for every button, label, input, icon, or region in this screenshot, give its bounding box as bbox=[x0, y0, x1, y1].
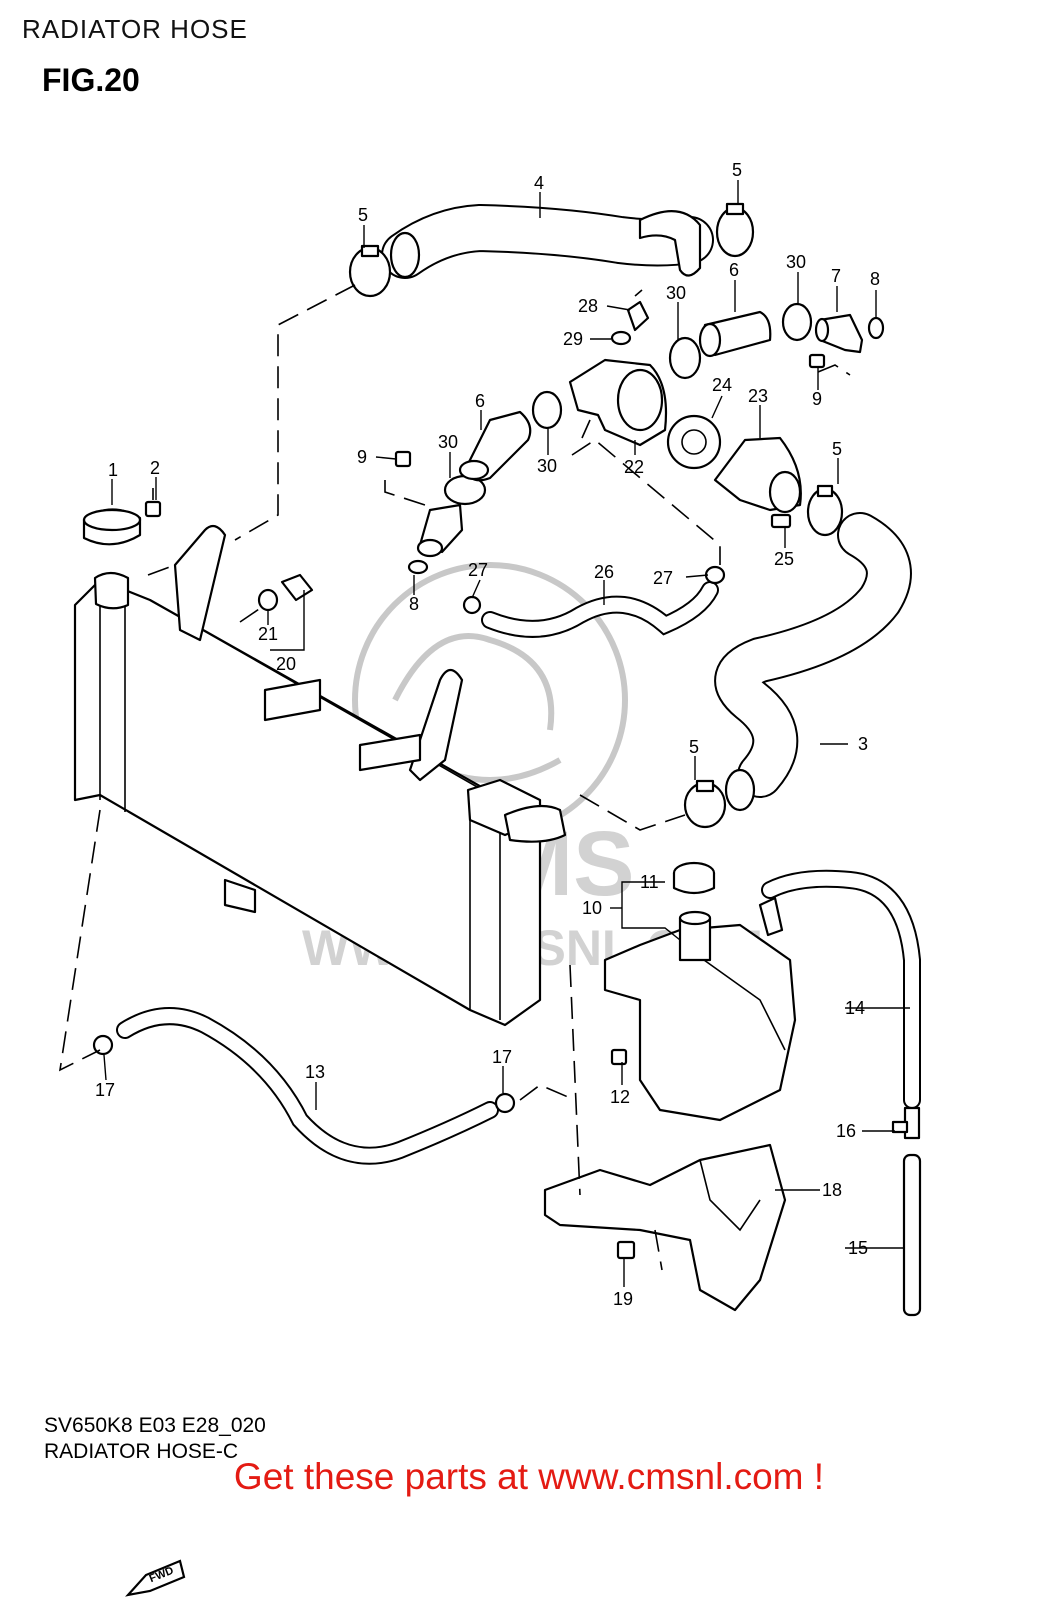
thermostat-housing-22 bbox=[568, 358, 668, 447]
callout-20: 20 bbox=[276, 654, 296, 674]
joint-16 bbox=[891, 1106, 921, 1140]
callout-30-a: 30 bbox=[786, 252, 806, 272]
callout-27-a: 27 bbox=[468, 560, 488, 580]
callout-24: 24 bbox=[712, 375, 732, 395]
callout-28: 28 bbox=[578, 296, 598, 316]
reservoir-cap-11 bbox=[672, 861, 716, 895]
o-ring-8-upper bbox=[867, 316, 885, 340]
reservoir-tank-10 bbox=[603, 896, 797, 1122]
callout-23: 23 bbox=[748, 386, 768, 406]
callout-12: 12 bbox=[610, 1087, 630, 1107]
clamp-5-a bbox=[348, 244, 392, 298]
hose-6-lower bbox=[458, 410, 532, 482]
bolt-19 bbox=[616, 1240, 636, 1260]
callout-25: 25 bbox=[774, 549, 794, 569]
callout-26: 26 bbox=[594, 562, 614, 582]
callout-30-b: 30 bbox=[666, 283, 686, 303]
callout-11: 11 bbox=[640, 872, 659, 892]
hose-4 bbox=[381, 203, 714, 279]
washer-29 bbox=[610, 330, 632, 346]
callout-4: 4 bbox=[534, 173, 544, 193]
callout-9-a: 9 bbox=[812, 389, 822, 409]
bracket-18 bbox=[543, 1143, 787, 1312]
o-ring-8-lower bbox=[407, 559, 429, 575]
screw-2 bbox=[144, 488, 162, 518]
fwd-arrow-badge-visible: FWD bbox=[125, 1559, 186, 1597]
clamp-30-c bbox=[531, 390, 563, 430]
callout-22: 22 bbox=[624, 457, 644, 477]
hose-6-upper bbox=[698, 310, 772, 358]
callout-5-c: 5 bbox=[832, 439, 842, 459]
bolt-25 bbox=[770, 513, 792, 529]
radiator-cap bbox=[82, 508, 142, 546]
diagram-caption: RADIATOR HOSE-C bbox=[44, 1440, 239, 1463]
gasket-21 bbox=[257, 588, 279, 612]
clamp-27-right bbox=[704, 565, 726, 585]
bolt-12 bbox=[610, 1048, 628, 1066]
callout-3: 3 bbox=[858, 734, 868, 754]
callout-17-b: 17 bbox=[492, 1047, 512, 1067]
clamp-30-a bbox=[781, 302, 813, 342]
sensor-28 bbox=[626, 289, 650, 332]
clamp-27-left bbox=[462, 595, 482, 615]
clamp-30-b bbox=[668, 336, 702, 380]
clamp-5-b bbox=[715, 202, 755, 258]
section-title: RADIATOR HOSE bbox=[22, 14, 248, 44]
callout-6-b: 6 bbox=[475, 391, 485, 411]
hose-26 bbox=[481, 581, 719, 638]
callout-5-d: 5 bbox=[689, 737, 699, 757]
hose-13 bbox=[116, 1007, 499, 1165]
figure-label: FIG.20 bbox=[42, 62, 140, 98]
callout-5-a: 5 bbox=[358, 205, 368, 225]
clamp-5-d bbox=[683, 779, 727, 829]
callout-6-a: 6 bbox=[729, 260, 739, 280]
callout-16: 16 bbox=[836, 1121, 856, 1141]
assembly-lines bbox=[58, 284, 851, 1271]
hose-14 bbox=[761, 869, 921, 1109]
callout-29: 29 bbox=[563, 329, 583, 349]
bolt-20 bbox=[280, 573, 314, 602]
fitting-7 bbox=[814, 313, 864, 354]
callout-labels: 1 2 3 4 5 5 5 5 6 6 7 8 8 9 9 10 11 12 1… bbox=[95, 160, 880, 1309]
callout-30-c: 30 bbox=[438, 432, 458, 452]
callout-14: 14 bbox=[845, 998, 865, 1018]
callout-5-b: 5 bbox=[732, 160, 742, 180]
callout-18: 18 bbox=[822, 1180, 842, 1200]
outlet-fitting bbox=[416, 503, 464, 558]
radiator bbox=[73, 524, 567, 1027]
callout-9-b: 9 bbox=[357, 447, 367, 467]
callout-8-b: 8 bbox=[409, 594, 419, 614]
thermostat-cover-23 bbox=[713, 436, 802, 514]
hose-3 bbox=[714, 512, 912, 812]
model-code: SV650K8 E03 E28_020 bbox=[44, 1414, 266, 1437]
clamp-17-right bbox=[494, 1092, 516, 1114]
promo-link[interactable]: Get these parts at www.cmsnl.com ! bbox=[233, 1456, 825, 1497]
callout-1: 1 bbox=[108, 460, 118, 480]
thermostat-24 bbox=[666, 414, 722, 470]
callout-27-b: 27 bbox=[653, 568, 673, 588]
callout-2: 2 bbox=[150, 458, 160, 478]
callout-13: 13 bbox=[305, 1062, 325, 1082]
callout-17-a: 17 bbox=[95, 1080, 115, 1100]
callout-19: 19 bbox=[613, 1289, 633, 1309]
clamp-17-left bbox=[92, 1034, 114, 1056]
leader-lines bbox=[103, 180, 910, 1287]
callout-30-d: 30 bbox=[537, 456, 557, 476]
bolt-9-left bbox=[394, 450, 412, 468]
callout-15: 15 bbox=[848, 1238, 868, 1258]
callout-21: 21 bbox=[258, 624, 278, 644]
exploded-parts-diagram: CMS WWW.CMSNL.COM bbox=[58, 160, 922, 1317]
bolt-9-right bbox=[808, 353, 826, 369]
callout-7: 7 bbox=[831, 266, 841, 286]
hose-15 bbox=[902, 1153, 922, 1317]
callout-8-a: 8 bbox=[870, 269, 880, 289]
clamp-5-c bbox=[806, 484, 844, 537]
callout-10: 10 bbox=[582, 898, 602, 918]
